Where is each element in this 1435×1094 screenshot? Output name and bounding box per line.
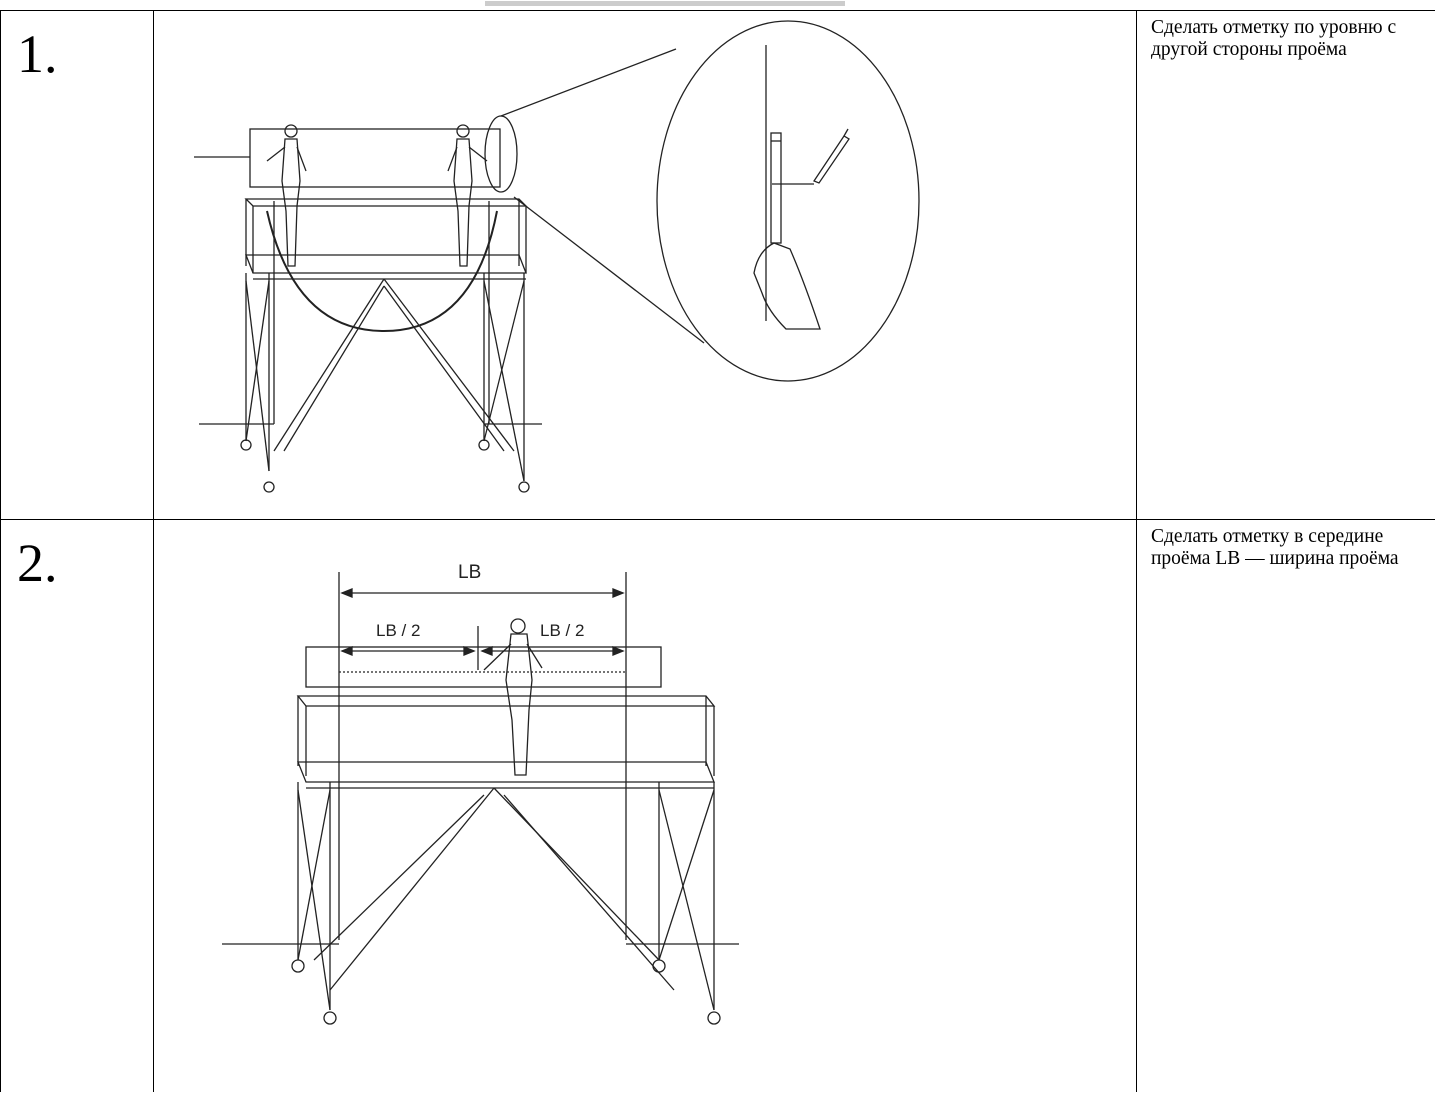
step-description: Сделать отметку по уровню с другой сторо… xyxy=(1151,17,1397,60)
dimension-label-lb: LB xyxy=(458,562,481,583)
step-row: 1. xyxy=(0,10,1435,520)
dimension-label-lb-half-right: LB / 2 xyxy=(540,621,584,640)
step-number-cell: 2. xyxy=(0,519,154,1092)
scaffold-level-mark-illustration xyxy=(194,20,920,493)
step-number-cell: 1. xyxy=(0,10,154,520)
instruction-table: 1. xyxy=(0,10,1435,1092)
step-row: 2. LB LB / 2 LB / 2 xyxy=(0,519,1435,1092)
step-number: 2. xyxy=(17,533,58,593)
step-number: 1. xyxy=(17,24,58,84)
cropped-heading-fragment xyxy=(0,0,1435,12)
scaffold-midpoint-mark-illustration: LB LB / 2 LB / 2 xyxy=(222,562,739,1025)
step-illustration-cell xyxy=(153,10,1137,520)
dimension-label-lb-half-left: LB / 2 xyxy=(376,621,420,640)
step-illustration-cell: LB LB / 2 LB / 2 xyxy=(153,519,1137,1092)
step-description-cell: Сделать отметку по уровню с другой сторо… xyxy=(1136,10,1435,520)
step-description-cell: Сделать отметку в середине проёма LB — ш… xyxy=(1136,519,1435,1092)
step-description: Сделать отметку в середине проёма LB — ш… xyxy=(1151,526,1399,569)
